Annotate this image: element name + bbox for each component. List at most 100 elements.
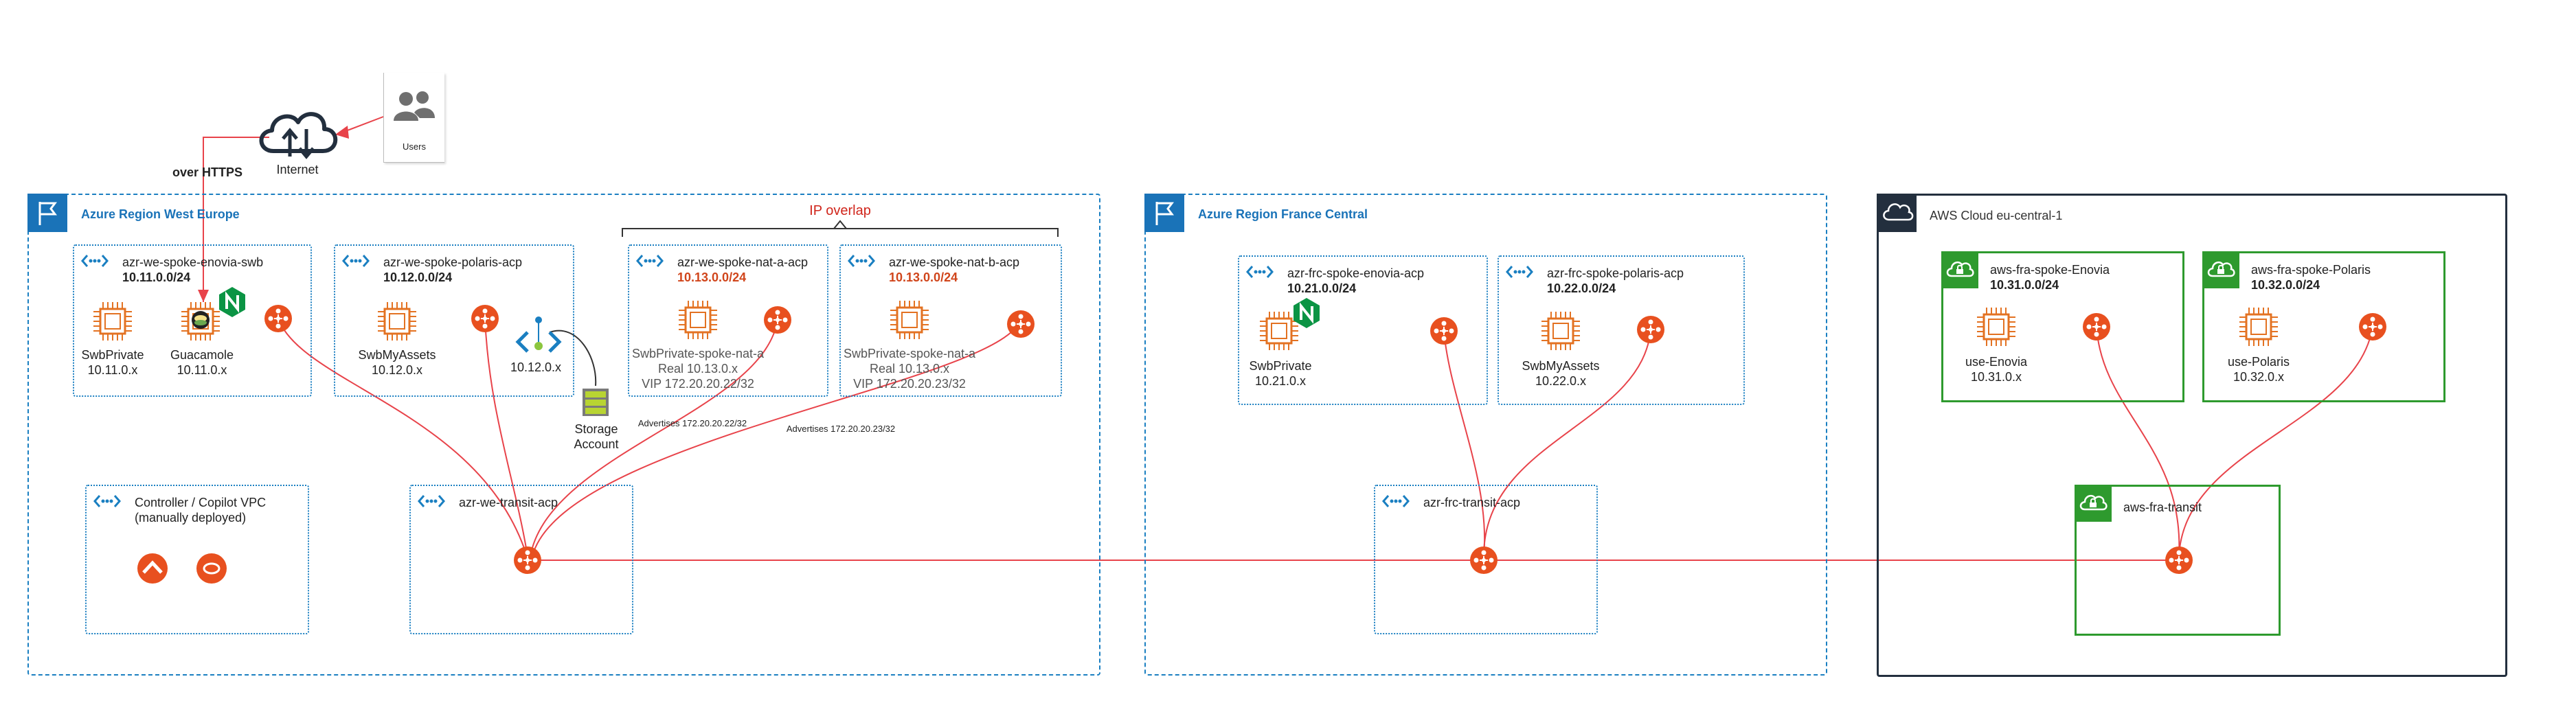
- region-title: Azure Region France Central: [1198, 207, 1368, 221]
- controller-icon: [137, 553, 168, 584]
- gateway-icon: [1637, 316, 1664, 343]
- host-ip: 10.11.0.x: [87, 363, 138, 377]
- vpc-polaris: aws-fra-spoke-Polaris 10.32.0.0/24: [2202, 251, 2445, 402]
- link-enovia-swb: [278, 318, 528, 557]
- vnet-icon: [81, 255, 109, 267]
- gateway-icon: [264, 305, 292, 332]
- vnet-icon: [1382, 495, 1410, 507]
- region-france-central: Azure Region France Central: [1144, 194, 1827, 676]
- vnet-icon: [93, 495, 121, 507]
- vnet-name: azr-we-spoke-polaris-acp: [383, 255, 523, 269]
- cloud-icon: [259, 112, 338, 159]
- vpc-name: aws-fra-transit: [2123, 500, 2202, 514]
- host-name: SwbMyAssets: [358, 348, 436, 362]
- chip-icon: [1260, 312, 1298, 350]
- gateway-icon: [2359, 313, 2386, 341]
- ip-overlap-notch: [833, 220, 847, 229]
- advertise-label-a: Advertises 172.20.20.22/32: [637, 418, 747, 428]
- host-ip: 10.12.0.x: [510, 360, 562, 374]
- internet-label: Internet: [276, 163, 319, 176]
- host-vip: VIP 172.20.20.23/32: [853, 377, 966, 391]
- https-label: over HTTPS: [172, 165, 243, 179]
- vnet-controller: Controller / Copilot VPC (manually deplo…: [85, 485, 309, 634]
- vpc-name: aws-fra-spoke-Polaris: [2251, 263, 2371, 277]
- gateway-icon: [514, 546, 541, 574]
- vpc-cidr: 10.32.0.0/24: [2251, 278, 2320, 292]
- vnet-icon: [1506, 266, 1533, 278]
- host-ip: 10.11.0.x: [177, 363, 227, 377]
- ip-overlap-bracket: [622, 228, 1059, 237]
- vnet-frc-transit: azr-frc-transit-acp: [1374, 485, 1598, 634]
- chip-icon: [1541, 312, 1580, 350]
- host-name: SwbPrivate-spoke-nat-a: [631, 347, 765, 360]
- vnet-cidr: 10.12.0.0/24: [383, 270, 453, 284]
- vnet-cidr: 10.13.0.0/24: [889, 270, 958, 284]
- vnet-note: (manually deployed): [135, 511, 247, 525]
- vpc-lock-cloud-icon: [1941, 251, 1978, 288]
- storage-label: Account: [574, 437, 619, 451]
- region-title: AWS Cloud eu-central-1: [1930, 209, 2063, 222]
- link-frc-polaris: [1483, 329, 1651, 557]
- vnet-enovia-swb: azr-we-spoke-enovia-swb 10.11.0.0/24: [73, 244, 312, 397]
- vnet-frc-enovia: azr-frc-spoke-enovia-acp 10.21.0.0/24: [1238, 255, 1488, 405]
- vnet-icon: [1246, 266, 1274, 278]
- link-aws-polaris: [2178, 326, 2373, 557]
- chip-icon: [890, 301, 929, 339]
- arrow-to-guacamole: [198, 290, 209, 302]
- link-polaris: [484, 318, 528, 557]
- vnet-icon: [418, 495, 445, 507]
- region-flag-icon: [27, 194, 67, 232]
- region-flag-icon: [1144, 194, 1184, 232]
- guacamole-icon: [192, 311, 210, 329]
- gateway-icon: [1470, 546, 1498, 574]
- vnet-name: azr-we-transit-acp: [459, 496, 558, 509]
- host-ip: 10.32.0.x: [2233, 370, 2285, 384]
- gateway-icon: [2165, 546, 2193, 574]
- host-name: SwbPrivate: [81, 348, 144, 362]
- vpc-enovia: aws-fra-spoke-Enovia 10.31.0.0/24: [1941, 251, 2184, 402]
- gateway-icon: [471, 305, 499, 332]
- host-real-ip: Real 10.13.0.x: [869, 362, 950, 376]
- host-name: SwbMyAssets: [1522, 359, 1600, 373]
- host-name: SwbPrivate-spoke-nat-a: [843, 347, 976, 360]
- host-ip: 10.12.0.x: [371, 363, 423, 377]
- vpc-lock-cloud-icon: [2075, 485, 2112, 522]
- link-internet-guacamole: [203, 137, 269, 302]
- chip-icon: [1977, 308, 2015, 346]
- vpc-aws-transit: aws-fra-transit: [2075, 485, 2281, 636]
- vnet-name: azr-frc-spoke-polaris-acp: [1547, 266, 1684, 280]
- vpc-name: aws-fra-spoke-Enovia: [1990, 263, 2110, 277]
- gateway-icon: [764, 306, 791, 334]
- vnet-name: azr-we-spoke-enovia-swb: [122, 255, 264, 269]
- vnet-frc-polaris: azr-frc-spoke-polaris-acp 10.22.0.0/24: [1498, 255, 1745, 405]
- link-aws-enovia: [2096, 326, 2180, 557]
- chip-icon: [679, 301, 717, 339]
- storage-account-icon: [583, 389, 609, 416]
- nginx-icon: [219, 287, 245, 317]
- host-ip: 10.22.0.x: [1535, 374, 1587, 388]
- vnet-name: azr-frc-spoke-enovia-acp: [1287, 266, 1425, 280]
- vnet-icon: [848, 255, 875, 267]
- host-vip: VIP 172.20.20.22/32: [642, 377, 754, 391]
- nginx-icon: [1293, 298, 1320, 328]
- vpc-lock-cloud-icon: [2202, 251, 2239, 288]
- copilot-icon: [196, 553, 227, 584]
- advertise-label-b: Advertises 172.20.20.23/32: [786, 424, 896, 434]
- vpc-cidr: 10.31.0.0/24: [1990, 278, 2059, 292]
- gateway-icon: [2083, 313, 2110, 341]
- gateway-icon: [1430, 317, 1458, 345]
- chip-icon: [378, 302, 416, 341]
- vnet-icon: [342, 255, 370, 267]
- vnet-name: azr-we-spoke-nat-a-acp: [677, 255, 809, 269]
- vnet-cidr: 10.21.0.0/24: [1287, 281, 1357, 295]
- internet-cloud: [254, 102, 341, 163]
- host-ip: 10.21.0.x: [1254, 374, 1307, 388]
- aws-cloud-icon: [1877, 194, 1917, 232]
- gateway-icon: [1007, 310, 1035, 338]
- vnet-cidr: 10.11.0.0/24: [122, 270, 191, 284]
- chip-icon: [2239, 308, 2278, 346]
- host-name: use-Enovia: [1965, 355, 2028, 369]
- vnet-icon: [636, 255, 664, 267]
